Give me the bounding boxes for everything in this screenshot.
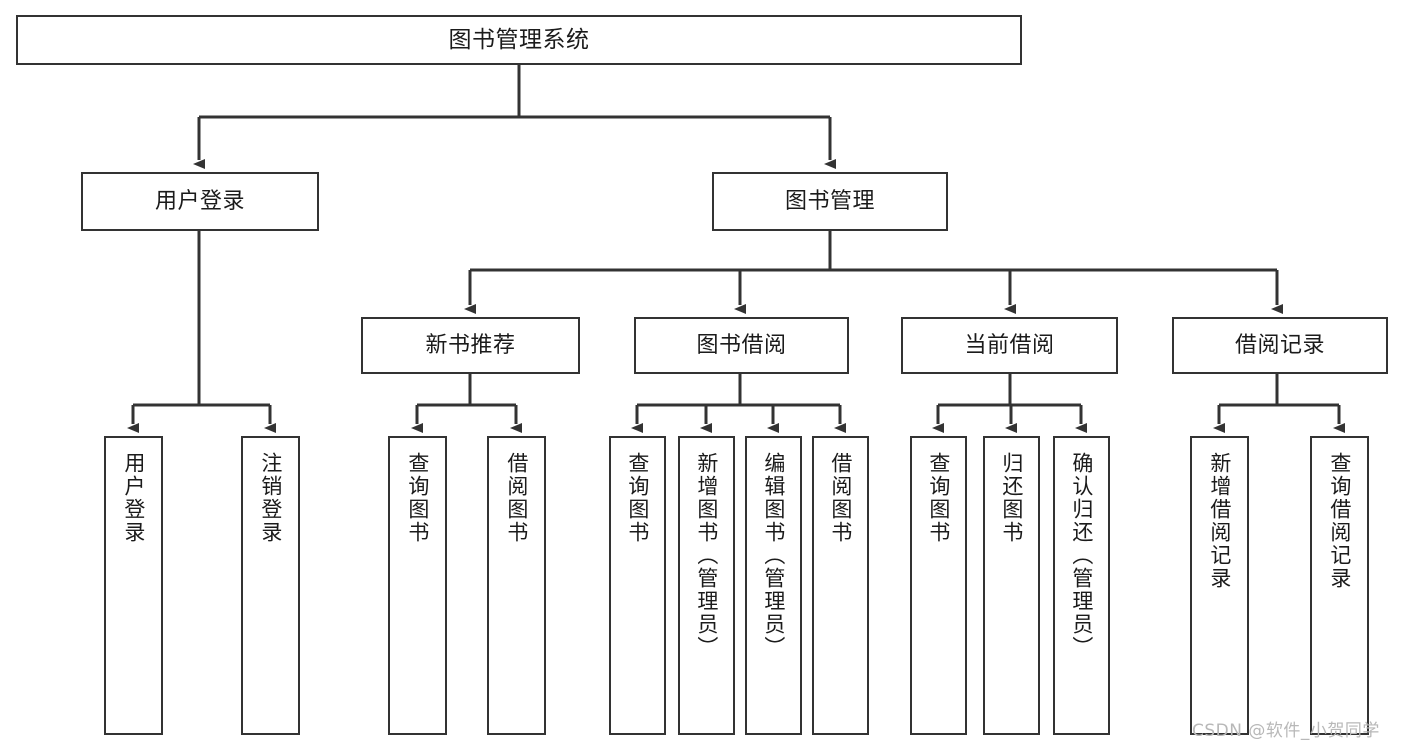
node-leaf_cl_confirm[interactable]: 确认归还（管理员） [1053,436,1110,735]
node-label: 注销登录 [258,452,283,544]
node-label: 当前借阅 [964,332,1055,358]
node-new_book_rec[interactable]: 新书推荐 [361,317,580,374]
node-label: 编辑图书（管理员） [761,452,786,659]
node-label: 借阅记录 [1234,332,1325,358]
node-leaf_bb_query[interactable]: 查询图书 [609,436,666,735]
node-label: 借阅图书 [828,452,853,544]
node-label: 查询图书 [926,452,951,544]
node-leaf_lr_add[interactable]: 新增借阅记录 [1190,436,1249,735]
node-label: 新书推荐 [425,332,516,358]
node-leaf_bb_edit[interactable]: 编辑图书（管理员） [745,436,802,735]
node-current_loan[interactable]: 当前借阅 [901,317,1118,374]
node-leaf_lr_query[interactable]: 查询借阅记录 [1310,436,1369,735]
node-leaf_user_logout[interactable]: 注销登录 [241,436,300,735]
node-label: 新增借阅记录 [1207,452,1232,590]
node-root[interactable]: 图书管理系统 [16,15,1022,65]
node-user_login[interactable]: 用户登录 [81,172,319,231]
node-label: 查询图书 [405,452,430,544]
node-leaf_user_login[interactable]: 用户登录 [104,436,163,735]
node-leaf_rec_query[interactable]: 查询图书 [388,436,447,735]
node-label: 新增图书（管理员） [694,452,719,659]
node-leaf_cl_return[interactable]: 归还图书 [983,436,1040,735]
node-leaf_bb_add[interactable]: 新增图书（管理员） [678,436,735,735]
node-label: 确认归还（管理员） [1069,452,1094,659]
node-label: 查询图书 [625,452,650,544]
node-book_manage[interactable]: 图书管理 [712,172,948,231]
node-label: 图书借阅 [696,332,787,358]
node-leaf_rec_borrow[interactable]: 借阅图书 [487,436,546,735]
node-leaf_cl_query[interactable]: 查询图书 [910,436,967,735]
node-label: 图书管理系统 [448,26,590,53]
node-book_borrow[interactable]: 图书借阅 [634,317,849,374]
node-loan_record[interactable]: 借阅记录 [1172,317,1388,374]
node-label: 借阅图书 [504,452,529,544]
node-label: 图书管理 [784,188,875,214]
node-label: 查询借阅记录 [1327,452,1352,590]
node-label: 用户登录 [154,188,245,214]
node-leaf_bb_borrow[interactable]: 借阅图书 [812,436,869,735]
node-label: 归还图书 [999,452,1024,544]
node-label: 用户登录 [121,452,146,544]
